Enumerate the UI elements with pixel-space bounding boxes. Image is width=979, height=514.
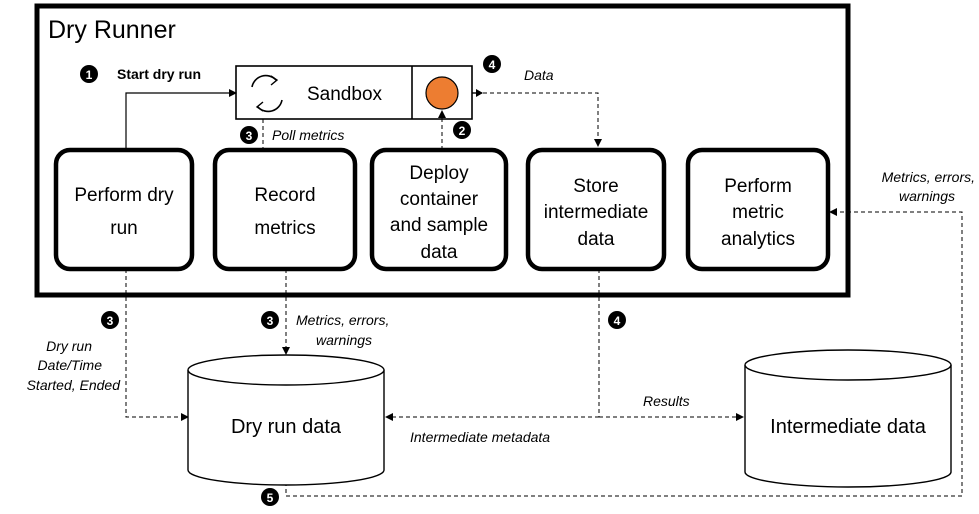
step-3-badge-poll: 3: [240, 126, 258, 144]
svg-text:Deploy: Deploy: [409, 163, 469, 184]
deploy-container-box: Deploy container and sample data: [369, 147, 509, 272]
svg-text:Perform dry: Perform dry: [74, 185, 174, 206]
dry-run-meta-arrow: [125, 269, 189, 421]
dry-run-meta-label-1: Dry run: [46, 338, 92, 354]
metrics-feedback-arrow: [285, 208, 963, 497]
step-3-badge-left: 3: [101, 311, 119, 329]
container-dot-icon: [425, 76, 459, 110]
step-3-badge-mid: 3: [261, 311, 279, 329]
refresh-icon: [251, 74, 283, 113]
svg-text:5: 5: [267, 491, 274, 505]
start-dry-run-arrow: [125, 89, 237, 150]
metric-analytics-box: Perform metric analytics: [685, 147, 831, 272]
intermediate-data-store: Intermediate data: [744, 349, 952, 488]
intermediate-metadata-label: Intermediate metadata: [410, 429, 550, 445]
dry-run-data-store: Dry run data: [187, 354, 385, 486]
sandbox-output-arrowhead: [476, 89, 483, 97]
step-2-badge: 2: [453, 121, 471, 139]
svg-text:3: 3: [107, 314, 114, 328]
start-dry-run-label: Start dry run: [117, 66, 201, 82]
record-metrics-box: Record metrics: [212, 147, 358, 272]
poll-metrics-label: Poll metrics: [272, 127, 344, 143]
step-1-badge: 1: [80, 65, 98, 83]
svg-text:run: run: [110, 218, 137, 239]
svg-text:data: data: [578, 229, 615, 250]
svg-text:4: 4: [489, 58, 496, 72]
svg-text:Dry run data: Dry run data: [231, 416, 342, 438]
step-4-badge-bottom: 4: [608, 311, 626, 329]
store-intermediate-box: Store intermediate data: [525, 147, 667, 272]
svg-text:data: data: [421, 242, 458, 263]
results-label: Results: [643, 393, 690, 409]
step-4-badge-top: 4: [483, 55, 501, 73]
dry-run-meta-label-3: Started, Ended: [27, 377, 122, 393]
metrics-right-label-1: Metrics, errors,: [882, 169, 975, 185]
perform-dry-run-box: Perform dry run: [53, 147, 195, 272]
metrics-mid-label-2: warnings: [316, 332, 372, 348]
svg-text:Store: Store: [573, 176, 618, 197]
svg-text:3: 3: [246, 129, 253, 143]
dry-runner-container: [34, 3, 851, 298]
svg-text:intermediate: intermediate: [544, 202, 649, 223]
dry-run-meta-label-2: Date/Time: [38, 357, 103, 373]
svg-text:metrics: metrics: [254, 218, 315, 239]
svg-text:metric: metric: [732, 202, 784, 223]
metrics-right-label-2: warnings: [899, 188, 955, 204]
data-label: Data: [524, 67, 554, 83]
svg-text:Intermediate data: Intermediate data: [770, 416, 927, 438]
svg-text:container: container: [400, 189, 479, 210]
sandbox-label: Sandbox: [307, 84, 383, 105]
svg-text:3: 3: [267, 314, 274, 328]
data-to-store-arrow: [483, 92, 602, 147]
svg-text:Perform: Perform: [724, 176, 792, 197]
dry-runner-title: Dry Runner: [48, 16, 176, 44]
svg-text:2: 2: [459, 124, 466, 138]
step-5-badge: 5: [261, 488, 279, 506]
svg-text:analytics: analytics: [721, 229, 795, 250]
svg-text:4: 4: [614, 314, 621, 328]
metrics-mid-label-1: Metrics, errors,: [296, 312, 389, 328]
svg-text:and sample: and sample: [390, 215, 488, 236]
svg-text:Record: Record: [254, 185, 315, 206]
svg-text:1: 1: [86, 68, 93, 82]
